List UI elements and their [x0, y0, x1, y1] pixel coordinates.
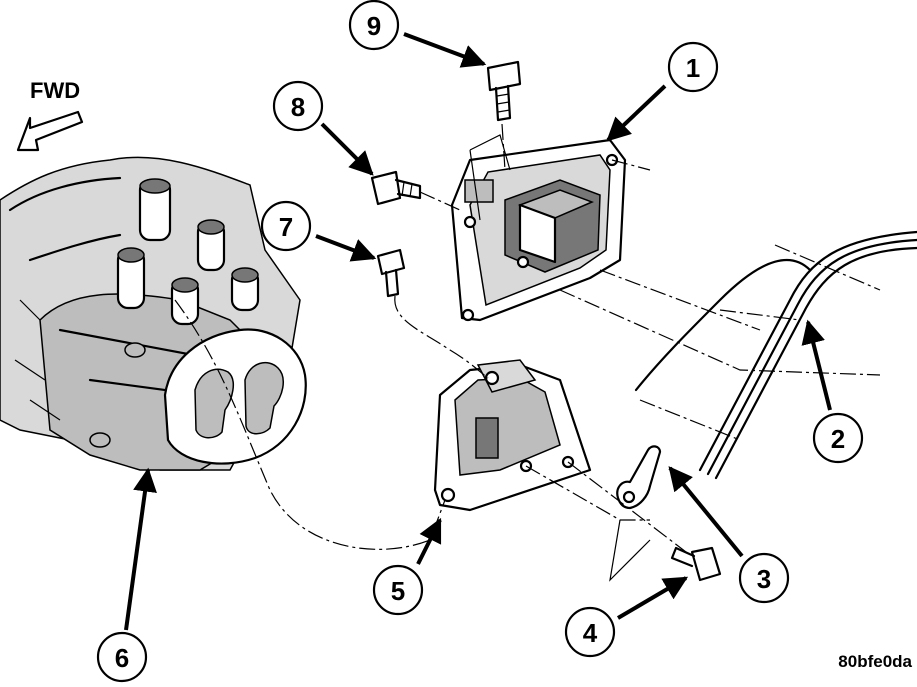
callout-5: 5	[372, 517, 442, 616]
ground-strap	[616, 258, 812, 510]
callout-6-label: 6	[115, 643, 129, 673]
callout-7-label: 7	[279, 212, 293, 242]
bolt-7	[376, 248, 406, 298]
callout-9: 9	[348, 0, 487, 68]
callout-4-label: 4	[583, 618, 598, 648]
alignment-lines	[174, 123, 881, 582]
fwd-label: FWD	[30, 78, 80, 103]
wiring-harness	[698, 230, 917, 480]
callout-5-label: 5	[391, 576, 405, 606]
callout-8-label: 8	[291, 92, 305, 122]
callout-6: 6	[96, 467, 157, 683]
transaxle	[0, 156, 307, 471]
callout-3-label: 3	[757, 564, 771, 594]
transaxle-bracket	[433, 359, 592, 512]
bolt-8	[370, 170, 422, 206]
callout-8: 8	[272, 80, 374, 176]
bolt-4	[670, 546, 722, 582]
callout-1: 1	[606, 41, 719, 142]
callout-3: 3	[668, 466, 790, 604]
figure-code: 80bfe0da	[838, 652, 912, 671]
callout-7: 7	[260, 200, 377, 262]
callout-2-label: 2	[831, 424, 845, 454]
fwd-arrow-icon	[16, 110, 84, 152]
bolt-9	[486, 60, 522, 122]
callout-1-label: 1	[686, 53, 700, 83]
callout-9-label: 9	[367, 11, 381, 41]
callout-2: 2	[801, 319, 864, 464]
mount-bracket	[450, 138, 627, 322]
fwd-indicator: FWD	[16, 78, 84, 152]
callout-4: 4	[564, 576, 689, 658]
